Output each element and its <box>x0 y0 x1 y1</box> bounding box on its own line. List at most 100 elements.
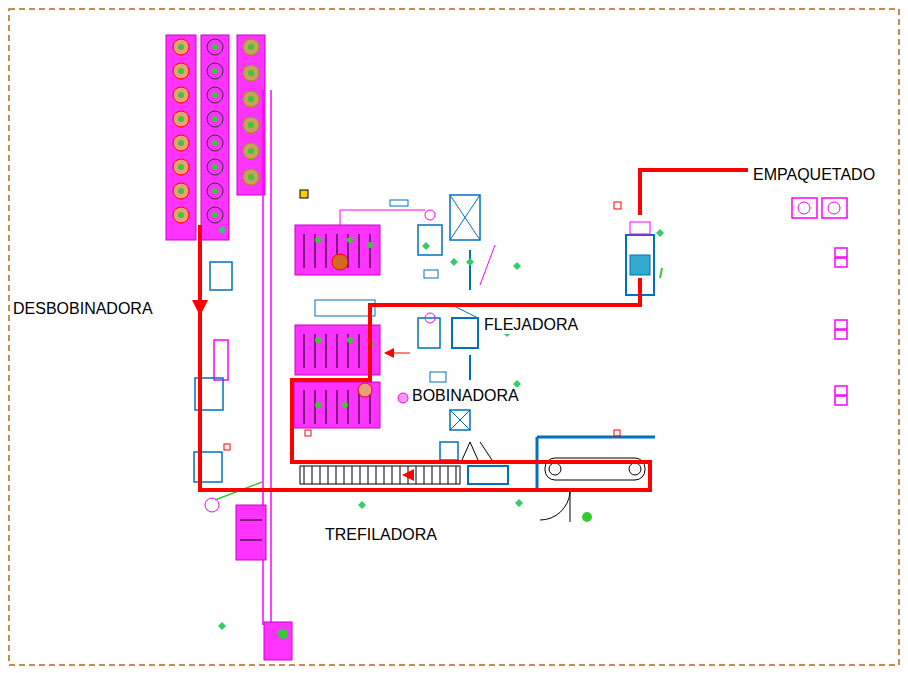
rail-line <box>270 90 272 625</box>
machine-label: TREFILADORA <box>324 526 438 544</box>
marker-dot <box>315 237 321 243</box>
coil-circle <box>173 183 189 199</box>
machine-outline <box>418 225 442 255</box>
coil-circle <box>173 39 189 55</box>
coil-circle <box>173 135 189 151</box>
coil-core <box>178 164 184 170</box>
marker-dot <box>218 226 226 234</box>
small-mark <box>300 190 308 198</box>
machine-detail-group <box>304 234 373 424</box>
marker-dot <box>367 242 373 248</box>
conveyor-tick <box>304 466 305 484</box>
machine-detail <box>348 390 349 424</box>
coil-core <box>212 164 218 170</box>
machine-detail <box>240 520 262 521</box>
machine-detail <box>359 334 360 368</box>
small-mark <box>614 202 621 209</box>
marker-dot <box>315 337 321 343</box>
coil-core <box>178 212 184 218</box>
conveyor-tick <box>432 466 433 484</box>
marker-group <box>218 226 664 630</box>
machine-outline <box>390 200 408 206</box>
machine-detail <box>315 390 316 424</box>
coil-circle <box>173 111 189 127</box>
machine-detail <box>462 442 492 460</box>
coil-circle <box>332 254 348 270</box>
flow-route <box>200 225 650 490</box>
marker-dot <box>347 337 353 343</box>
conveyor-tick <box>456 466 457 484</box>
coil-circle <box>207 87 223 103</box>
marker-dot <box>450 258 458 266</box>
conveyor-tick <box>384 466 385 484</box>
flow-arrow <box>384 348 394 358</box>
coil-circle <box>207 63 223 79</box>
coil-core <box>178 188 184 194</box>
coil-group <box>173 39 259 223</box>
cross-line <box>450 195 480 240</box>
marker-dot <box>422 242 430 250</box>
conveyor-tick <box>352 466 353 484</box>
coil-core <box>248 122 254 128</box>
storage-box <box>835 386 847 395</box>
drum-end <box>629 463 641 475</box>
machine-outline <box>210 262 232 290</box>
conveyor-tick <box>336 466 337 484</box>
conveyor-tick <box>440 466 441 484</box>
coil-circle <box>207 159 223 175</box>
drum-end <box>549 463 561 475</box>
machine-outline <box>424 270 438 278</box>
flow-arrow <box>402 469 414 481</box>
machine-detail <box>337 390 338 424</box>
conveyor-tick <box>320 466 321 484</box>
cross-line <box>450 410 470 430</box>
machine-outline <box>440 442 458 460</box>
wire-line <box>340 210 341 225</box>
coil-circle <box>173 159 189 175</box>
coil-circle <box>243 169 259 185</box>
conveyor-outline <box>300 466 460 484</box>
machine-detail <box>337 334 338 368</box>
conveyor-tick <box>344 466 345 484</box>
coil-circle <box>243 65 259 81</box>
storage-coil <box>828 202 840 214</box>
machine-outline <box>450 410 470 430</box>
machine-label: FLEJADORA <box>483 316 579 334</box>
machine-detail <box>304 234 305 268</box>
machine-detail <box>660 268 662 278</box>
small-mark <box>614 430 620 436</box>
coil-core <box>178 44 184 50</box>
machine-block <box>236 505 266 560</box>
coil-core <box>212 140 218 146</box>
machine-detail <box>326 334 327 368</box>
machine-detail <box>240 540 262 541</box>
coil-core <box>178 68 184 74</box>
pulley <box>425 210 435 220</box>
conveyor-tick <box>360 466 361 484</box>
marker-dot <box>342 402 348 408</box>
conveyor-tick <box>392 466 393 484</box>
coil-core <box>178 140 184 146</box>
storage-box <box>835 248 847 257</box>
coil-circle <box>173 87 189 103</box>
conveyor-tick <box>312 466 313 484</box>
machine-outline <box>536 437 539 492</box>
coil-core <box>248 148 254 154</box>
conveyor-ticks <box>304 466 456 484</box>
coil-core <box>212 44 218 50</box>
machine-outline <box>315 300 375 316</box>
coil-core <box>248 44 254 50</box>
coil-circle <box>243 39 259 55</box>
coil-core <box>212 188 218 194</box>
coil-core <box>212 116 218 122</box>
coil-rack <box>237 35 265 195</box>
pulley <box>425 313 435 323</box>
cross-line <box>450 195 480 240</box>
marker-dot <box>466 258 474 266</box>
machine-detail <box>326 234 327 268</box>
marker-dot <box>656 229 664 237</box>
coil-circle <box>243 117 259 133</box>
